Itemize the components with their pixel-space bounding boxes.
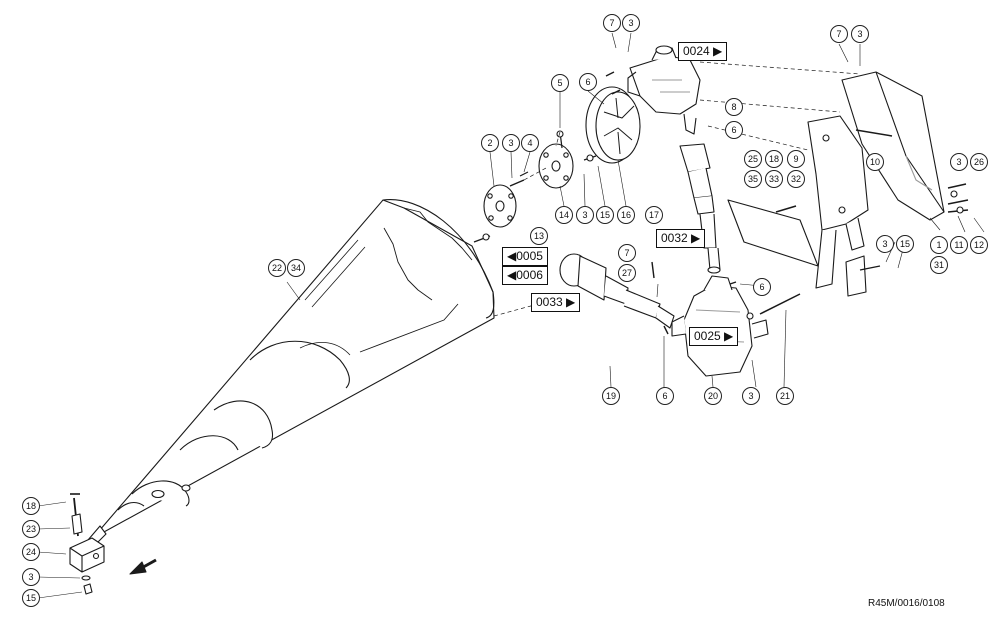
- callout-13[interactable]: 13: [530, 227, 548, 245]
- callout-17[interactable]: 17: [645, 206, 663, 224]
- direction-arrow: [129, 558, 157, 575]
- callout-7[interactable]: 7: [618, 244, 636, 262]
- pulley: [585, 86, 641, 164]
- callout-20[interactable]: 20: [704, 387, 722, 405]
- coupling-flange: [473, 184, 517, 243]
- cardan-shaft: [679, 143, 721, 274]
- side-bolts: [947, 183, 969, 214]
- callout-7[interactable]: 7: [830, 25, 848, 43]
- mounting-bracket: [807, 115, 893, 289]
- callout-3[interactable]: 3: [576, 206, 594, 224]
- callout-27[interactable]: 27: [618, 264, 636, 282]
- cover-plate: [727, 199, 819, 267]
- callout-5[interactable]: 5: [551, 74, 569, 92]
- callout-3[interactable]: 3: [742, 387, 760, 405]
- callout-3[interactable]: 3: [22, 568, 40, 586]
- reference-box-0005[interactable]: ◀0005: [502, 247, 548, 266]
- callout-6[interactable]: 6: [753, 278, 771, 296]
- callout-14[interactable]: 14: [555, 206, 573, 224]
- callout-3[interactable]: 3: [950, 153, 968, 171]
- callout-3[interactable]: 3: [851, 25, 869, 43]
- callout-6[interactable]: 6: [579, 73, 597, 91]
- callout-21[interactable]: 21: [776, 387, 794, 405]
- callout-9[interactable]: 9: [787, 150, 805, 168]
- auger-cone: [87, 199, 495, 549]
- callout-26[interactable]: 26: [970, 153, 988, 171]
- callout-10[interactable]: 10: [866, 153, 884, 171]
- callout-15[interactable]: 15: [22, 589, 40, 607]
- hub-flange: [509, 130, 597, 189]
- reference-box-0032[interactable]: 0032 ▶: [656, 229, 706, 248]
- callout-4[interactable]: 4: [521, 134, 539, 152]
- callout-15[interactable]: 15: [596, 206, 614, 224]
- clamp-block: [69, 493, 105, 595]
- callout-7[interactable]: 7: [603, 14, 621, 32]
- callout-24[interactable]: 24: [22, 543, 40, 561]
- callout-3[interactable]: 3: [876, 235, 894, 253]
- callout-12[interactable]: 12: [970, 236, 988, 254]
- callout-33[interactable]: 33: [765, 170, 783, 188]
- guard-shield: [841, 71, 945, 221]
- callout-15[interactable]: 15: [896, 235, 914, 253]
- callout-11[interactable]: 11: [950, 236, 968, 254]
- callout-32[interactable]: 32: [787, 170, 805, 188]
- callout-6[interactable]: 6: [656, 387, 674, 405]
- reference-box-0025[interactable]: 0025 ▶: [689, 327, 739, 346]
- callout-2[interactable]: 2: [481, 134, 499, 152]
- callout-8[interactable]: 8: [725, 98, 743, 116]
- callout-19[interactable]: 19: [602, 387, 620, 405]
- callout-23[interactable]: 23: [22, 520, 40, 538]
- drawing-code: R45M/0016/0108: [868, 598, 945, 609]
- reference-box-0033[interactable]: 0033 ▶: [531, 293, 581, 312]
- callout-3[interactable]: 3: [622, 14, 640, 32]
- small-bracket: [845, 255, 881, 297]
- callout-18[interactable]: 18: [765, 150, 783, 168]
- callout-18[interactable]: 18: [22, 497, 40, 515]
- pto-shaft: [559, 253, 675, 335]
- callout-1[interactable]: 1: [930, 236, 948, 254]
- callout-25[interactable]: 25: [744, 150, 762, 168]
- callout-6[interactable]: 6: [725, 121, 743, 139]
- leader-lines: [37, 32, 985, 599]
- callout-31[interactable]: 31: [930, 256, 948, 274]
- reference-box-0006[interactable]: ◀0006: [502, 266, 548, 285]
- lower-gearbox: [671, 275, 801, 377]
- callout-22[interactable]: 22: [268, 259, 286, 277]
- callout-35[interactable]: 35: [744, 170, 762, 188]
- reference-box-0024[interactable]: 0024 ▶: [678, 42, 728, 61]
- callout-34[interactable]: 34: [287, 259, 305, 277]
- upper-gearbox: [605, 45, 701, 135]
- callout-3[interactable]: 3: [502, 134, 520, 152]
- callout-16[interactable]: 16: [617, 206, 635, 224]
